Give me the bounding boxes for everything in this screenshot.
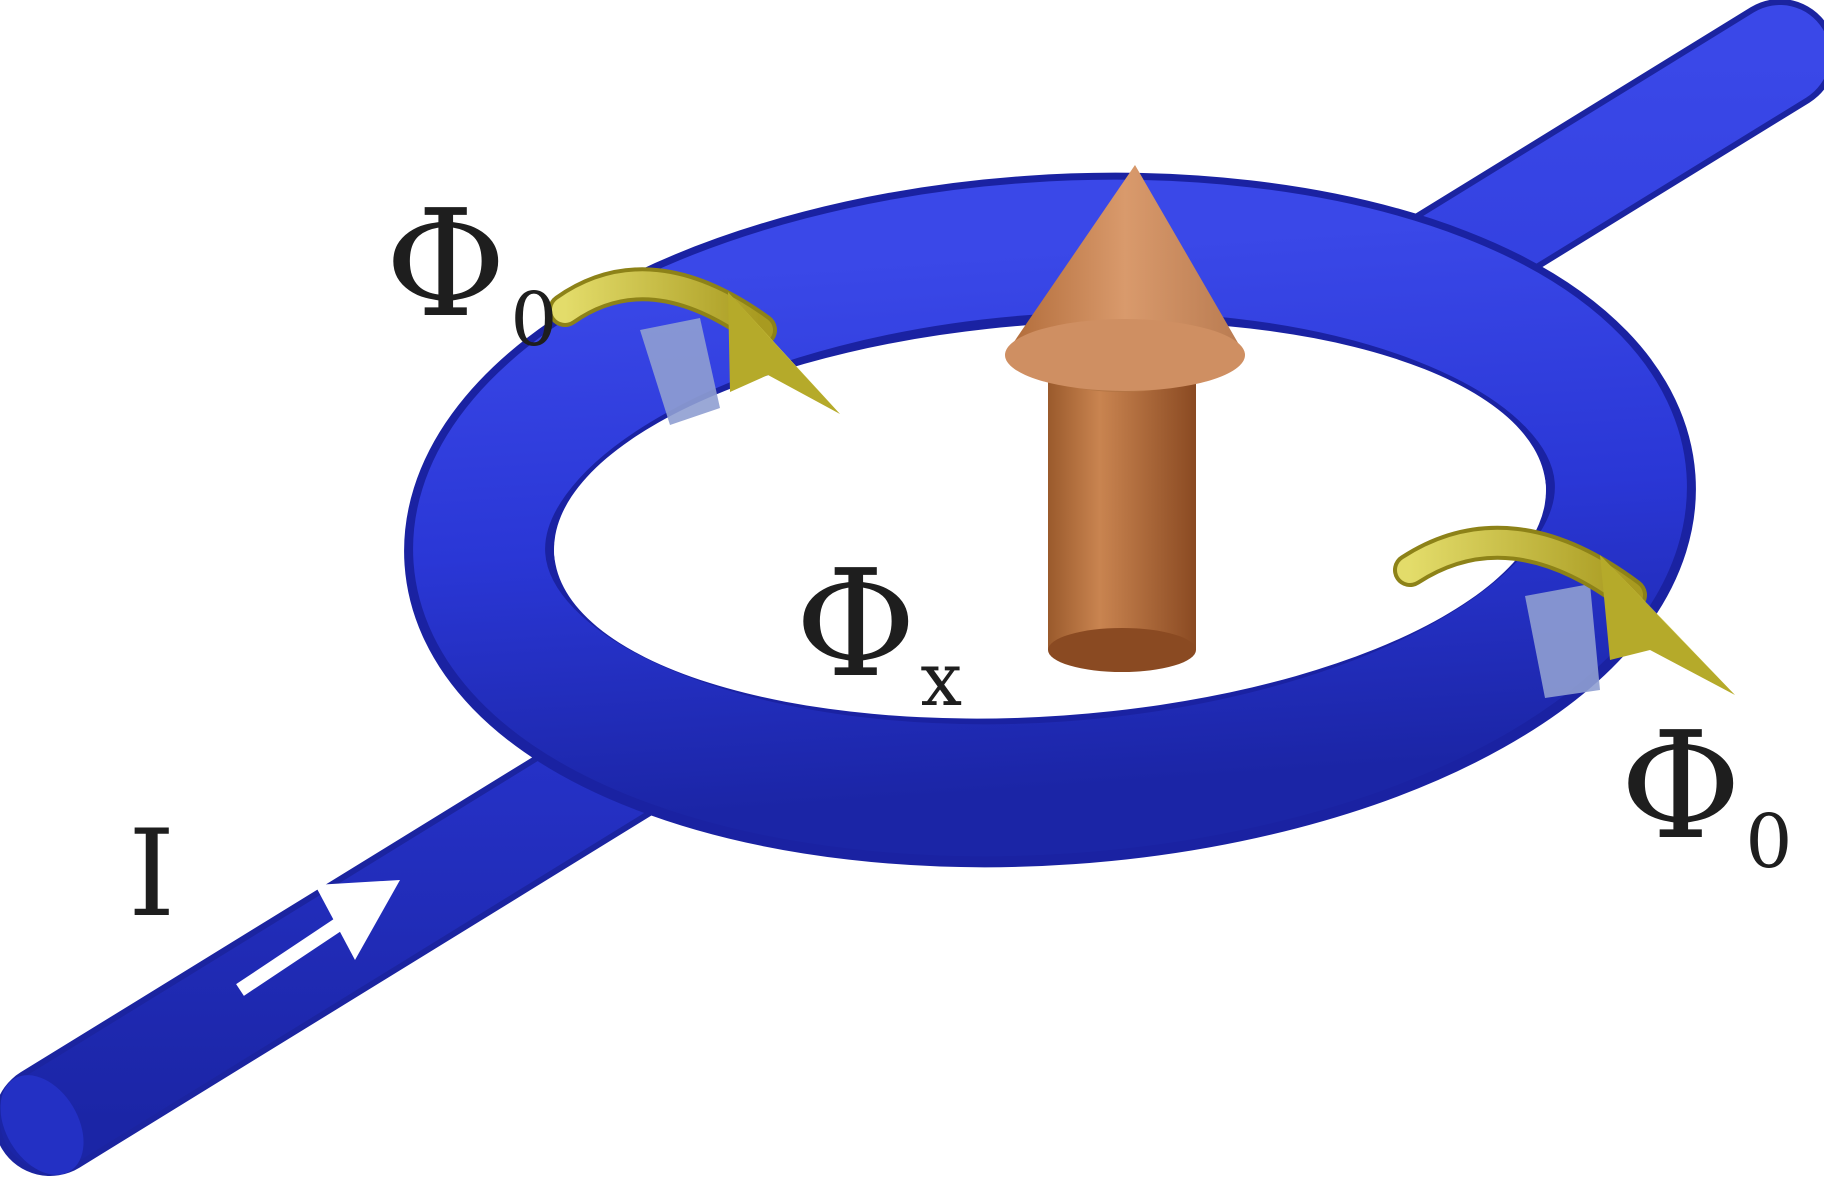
lead-wire-end-cap [0,1075,84,1175]
current-direction-arrow [236,880,400,996]
josephson-junction-right [1525,584,1600,698]
flux-symbol: Φ [385,178,507,350]
flux-label-center: Φx [795,550,962,717]
flux-arrow-left [548,267,840,414]
josephson-junction-left [640,318,720,425]
flux-symbol: Φ [795,538,917,710]
flux-symbol: Φ [1620,700,1742,872]
flux-arrow-right [1393,525,1735,695]
flux-label-left: Φ0 [385,190,557,357]
flux-subscript: 0 [1745,799,1793,885]
spin-arrow [1005,165,1245,672]
flux-label-right: Φ0 [1620,712,1792,879]
current-label: I [128,805,176,944]
flux-subscript: 0 [510,277,558,363]
flux-subscript: x [920,637,963,723]
